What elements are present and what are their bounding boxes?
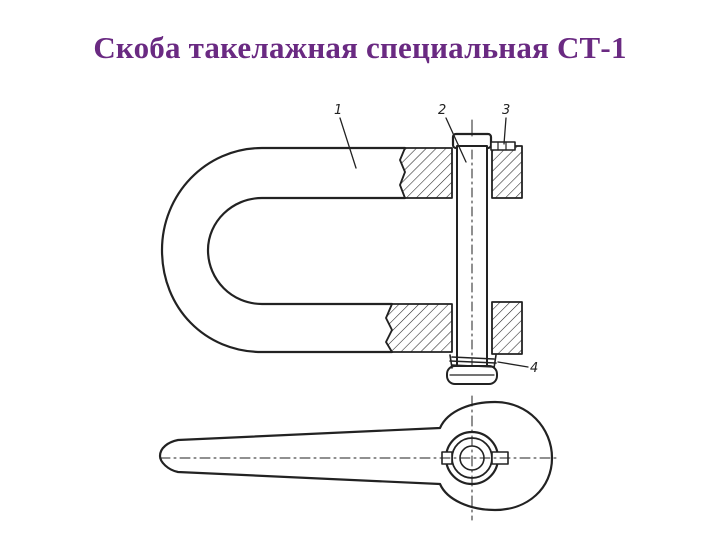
callout-labels: 1 2 3 4: [334, 103, 538, 376]
slide-title: Скоба такелажная специальная СТ-1: [93, 30, 627, 65]
leader-lines: [339, 117, 529, 368]
shackle-body: [160, 146, 407, 354]
shackle-pin: [446, 132, 498, 385]
pin-spring: [449, 354, 497, 369]
callout-4: 4: [530, 361, 538, 376]
callout-1: 1: [334, 103, 342, 118]
callout-2: 2: [438, 103, 446, 118]
shackle-top-view: [158, 395, 561, 521]
lower-eye-section: [385, 301, 523, 355]
pin-retainer: [490, 141, 516, 151]
upper-eye-section: [399, 145, 523, 199]
callout-3: 3: [502, 103, 510, 118]
